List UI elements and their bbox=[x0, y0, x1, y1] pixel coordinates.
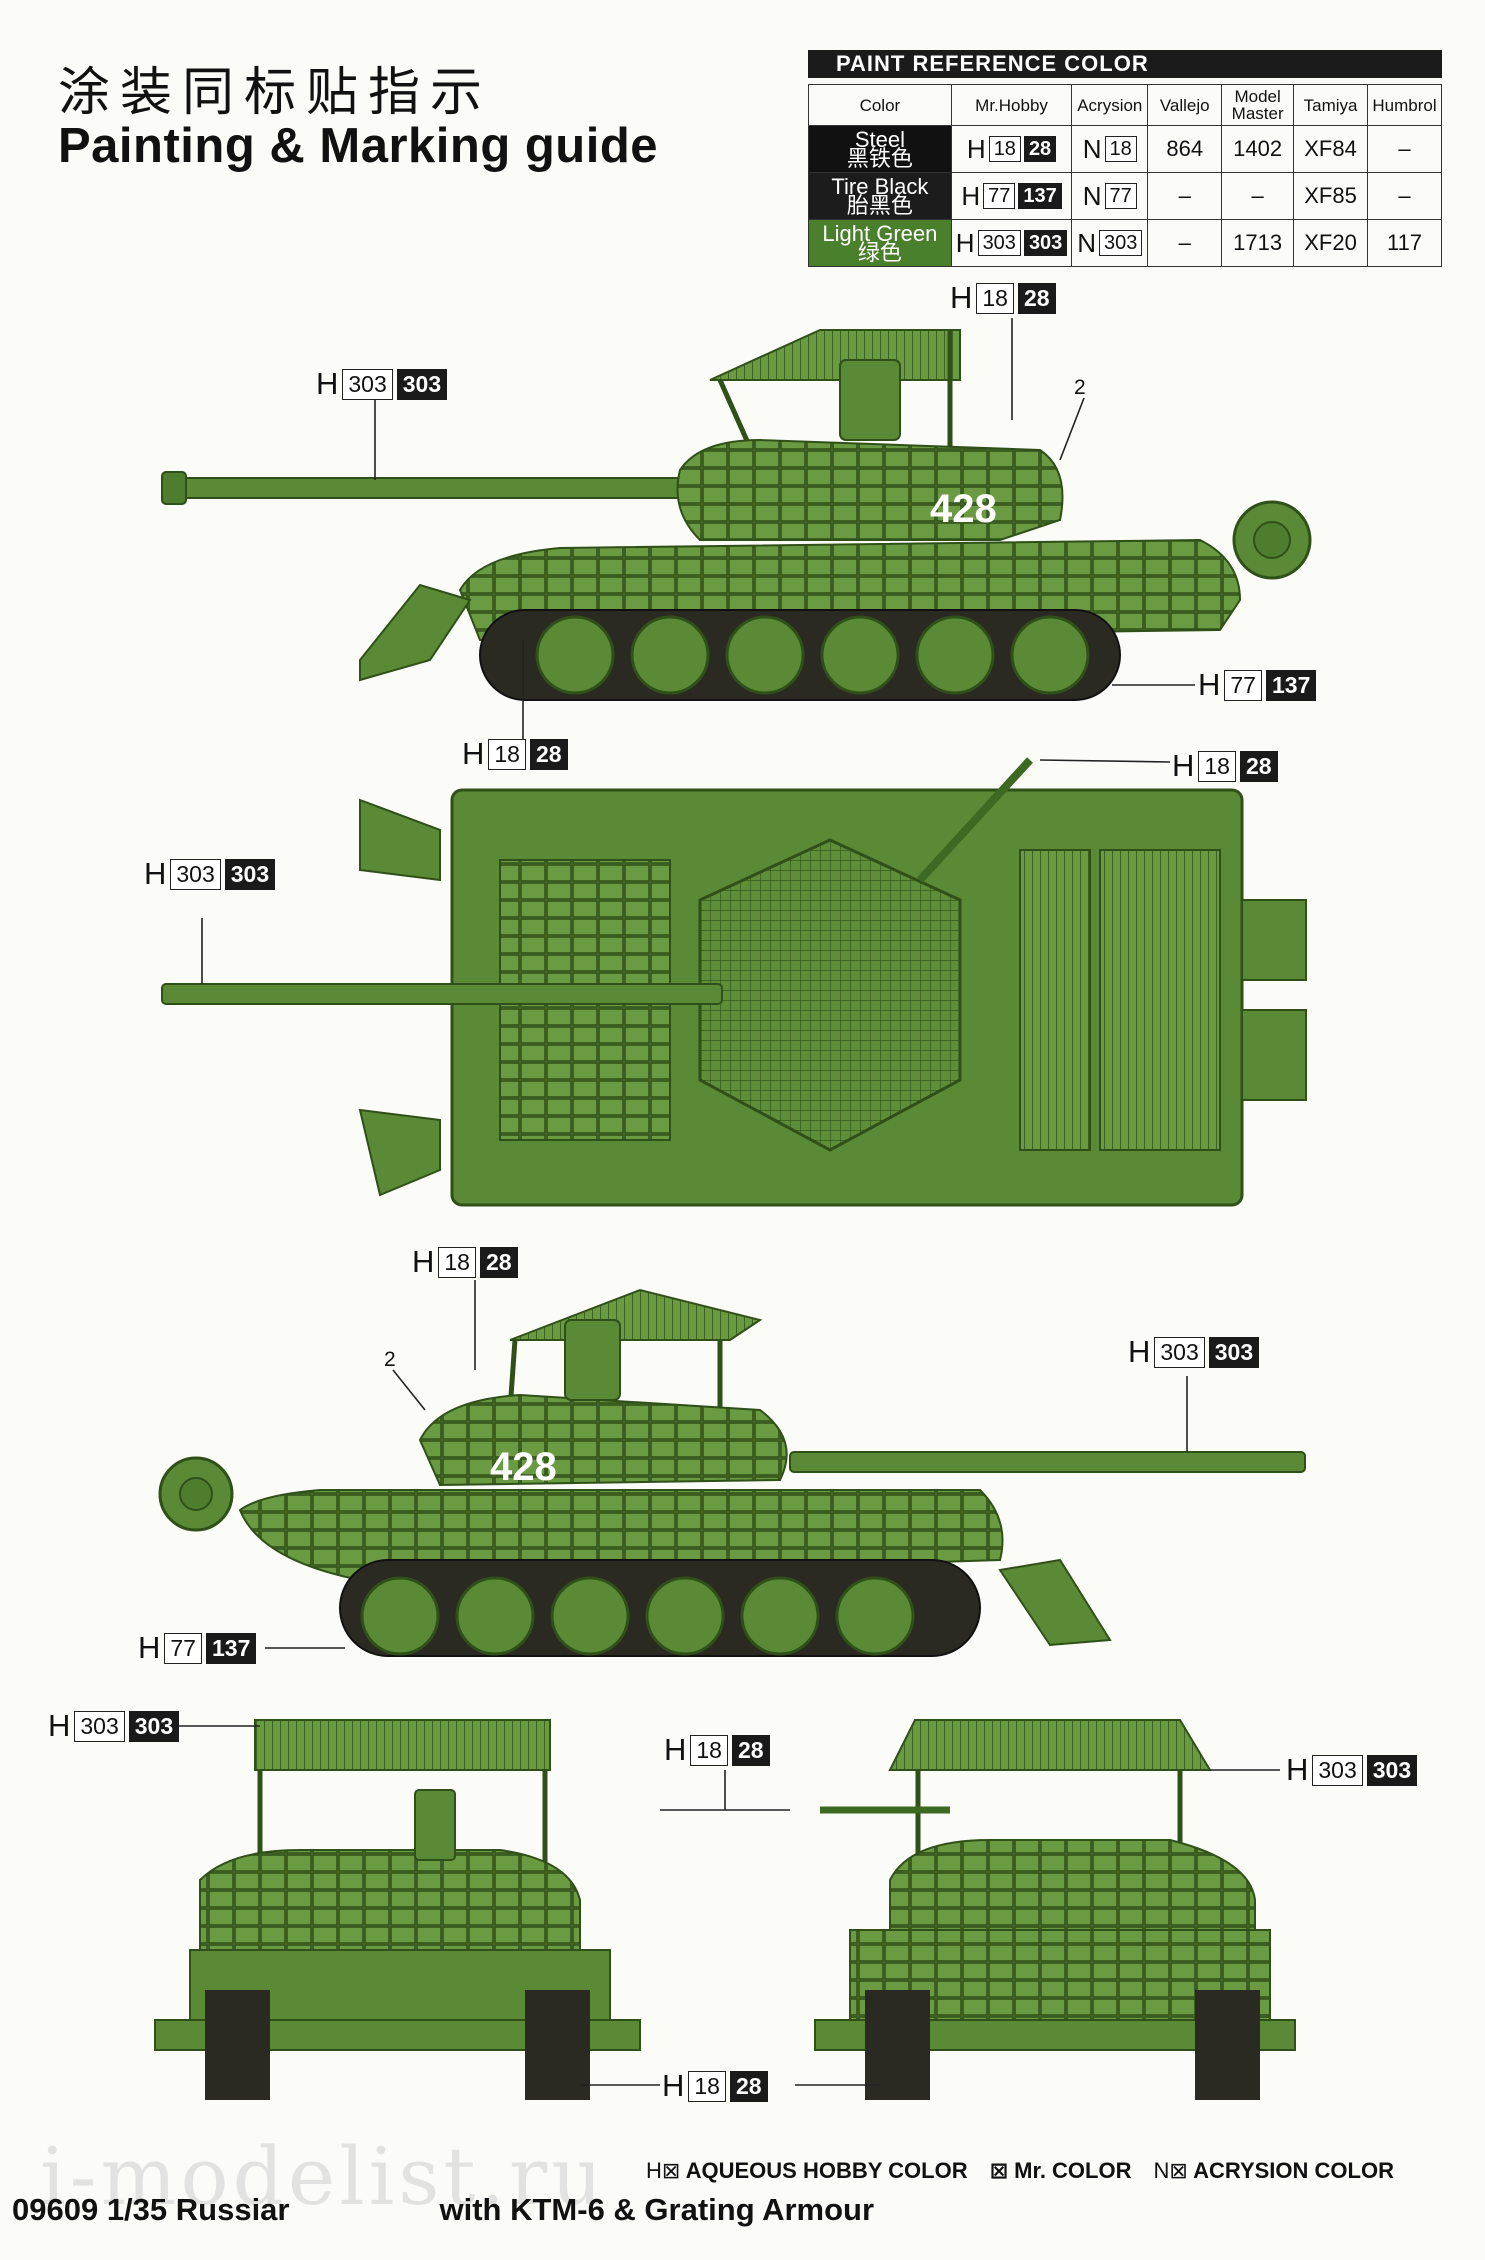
col-vallejo: Vallejo bbox=[1147, 84, 1223, 126]
tank-top-view bbox=[161, 757, 1307, 1207]
paint-table-grid: Color Mr.Hobby Acrysion Vallejo Model Ma… bbox=[808, 84, 1442, 267]
humbrol-lightgreen: 117 bbox=[1367, 219, 1442, 267]
tamiya-steel: XF84 bbox=[1293, 125, 1369, 173]
legend-mrcolor: ⊠ Mr. COLOR bbox=[989, 2158, 1132, 2183]
paint-table-head-row: Color Mr.Hobby Acrysion Vallejo Model Ma… bbox=[808, 84, 1442, 126]
col-mrhobby: Mr.Hobby bbox=[950, 84, 1073, 126]
part-number-2-bottom: 2 bbox=[384, 1348, 396, 1371]
title-english: Painting & Marking guide bbox=[58, 119, 659, 173]
col-acrysion: Acrysion bbox=[1071, 84, 1149, 126]
legend-aqueous: H⊠ AQUEOUS HOBBY COLOR bbox=[646, 2158, 968, 2183]
tank-rear-view bbox=[814, 1719, 1296, 2100]
title-chinese: 涂装同标贴指示 bbox=[58, 63, 493, 123]
tank-number-side1: 428 bbox=[930, 487, 997, 531]
humbrol-tireblack: – bbox=[1367, 172, 1442, 220]
col-modelmaster: Model Master bbox=[1221, 84, 1295, 126]
tank-front-view bbox=[154, 1719, 641, 2100]
paint-reference-table: PAINT REFERENCE COLOR Color Mr.Hobby Acr… bbox=[808, 50, 1442, 267]
tank-left-side-view: 428 bbox=[161, 329, 1312, 701]
tamiya-lightgreen: XF20 bbox=[1293, 219, 1369, 267]
vallejo-lightgreen: – bbox=[1147, 219, 1223, 267]
tamiya-tireblack: XF85 bbox=[1293, 172, 1369, 220]
watermark: i-modelist.ru bbox=[40, 2130, 607, 2223]
footer-caption: 09609 1/35 Russiar with KTM-6 & Grating A… bbox=[12, 2192, 874, 2228]
tank-number-side2: 428 bbox=[490, 1445, 557, 1489]
color-legend: H⊠ AQUEOUS HOBBY COLOR ⊠ Mr. COLOR N⊠ AC… bbox=[646, 2158, 1394, 2184]
legend-acrysion: N⊠ ACRYSION COLOR bbox=[1153, 2158, 1394, 2183]
paint-table-header: PAINT REFERENCE COLOR bbox=[808, 50, 1442, 78]
footer-part2: with KTM-6 & Grating Armour bbox=[439, 2192, 875, 2227]
col-tamiya: Tamiya bbox=[1293, 84, 1369, 126]
humbrol-steel: – bbox=[1367, 125, 1442, 173]
mm-lightgreen: 1713 bbox=[1221, 219, 1295, 267]
vallejo-steel: 864 bbox=[1147, 125, 1223, 173]
tank-right-side-view: 428 bbox=[158, 1288, 1306, 1657]
part-number-2-top: 2 bbox=[1074, 376, 1086, 399]
footer-part1: 09609 1/35 Russiar bbox=[12, 2192, 290, 2227]
leader-lines bbox=[172, 318, 1280, 2086]
